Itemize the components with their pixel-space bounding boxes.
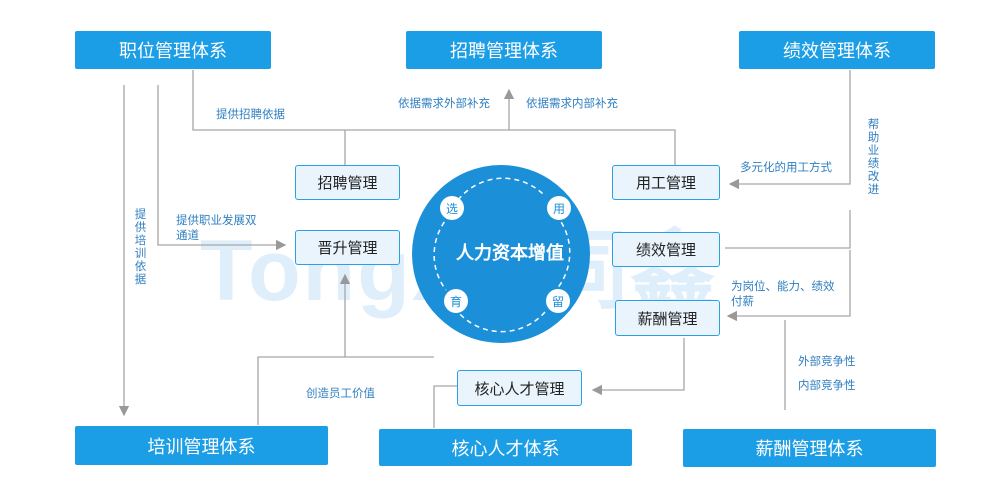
label-diversified-employment: 多元化的用工方式 <box>740 160 832 174</box>
label-recruit-basis: 提供招聘依据 <box>216 107 285 121</box>
training-system-box[interactable]: 培训管理体系 <box>75 426 328 465</box>
label-external-supplement: 依据需求外部补充 <box>398 96 490 110</box>
label-internal-supplement: 依据需求内部补充 <box>526 96 618 110</box>
core-talent-module[interactable]: 核心人才管理 <box>457 370 582 406</box>
step-select: 选 <box>440 196 464 220</box>
label-pay-basis-2: 付薪 <box>731 294 754 308</box>
label-career-channels-1: 提供职业发展双 <box>176 213 257 227</box>
step-develop: 育 <box>444 289 468 313</box>
label-career-channels-2: 通道 <box>176 228 199 242</box>
label-external-competitive: 外部竞争性 <box>798 354 856 368</box>
performance-system-box[interactable]: 绩效管理体系 <box>739 31 935 69</box>
recruit-module[interactable]: 招聘管理 <box>295 165 400 200</box>
step-retain: 留 <box>546 289 570 313</box>
label-pay-basis-1: 为岗位、能力、绩效 <box>731 279 835 293</box>
promotion-module[interactable]: 晋升管理 <box>295 230 400 265</box>
core-talent-system-box[interactable]: 核心人才体系 <box>379 429 632 466</box>
label-training-basis: 提供培训依据 <box>134 207 147 286</box>
label-help-improve: 帮助业绩改进 <box>867 117 880 196</box>
salary-module[interactable]: 薪酬管理 <box>615 300 720 336</box>
employment-module[interactable]: 用工管理 <box>612 165 720 200</box>
label-internal-competitive: 内部竞争性 <box>798 378 856 392</box>
center-title: 人力资本增值 <box>456 243 564 264</box>
position-system-box[interactable]: 职位管理体系 <box>75 31 271 69</box>
recruit-system-box[interactable]: 招聘管理体系 <box>406 31 602 69</box>
performance-module[interactable]: 绩效管理 <box>612 232 720 267</box>
step-use: 用 <box>547 196 571 220</box>
salary-system-box[interactable]: 薪酬管理体系 <box>683 429 936 467</box>
label-create-value: 创造员工价值 <box>306 386 375 400</box>
